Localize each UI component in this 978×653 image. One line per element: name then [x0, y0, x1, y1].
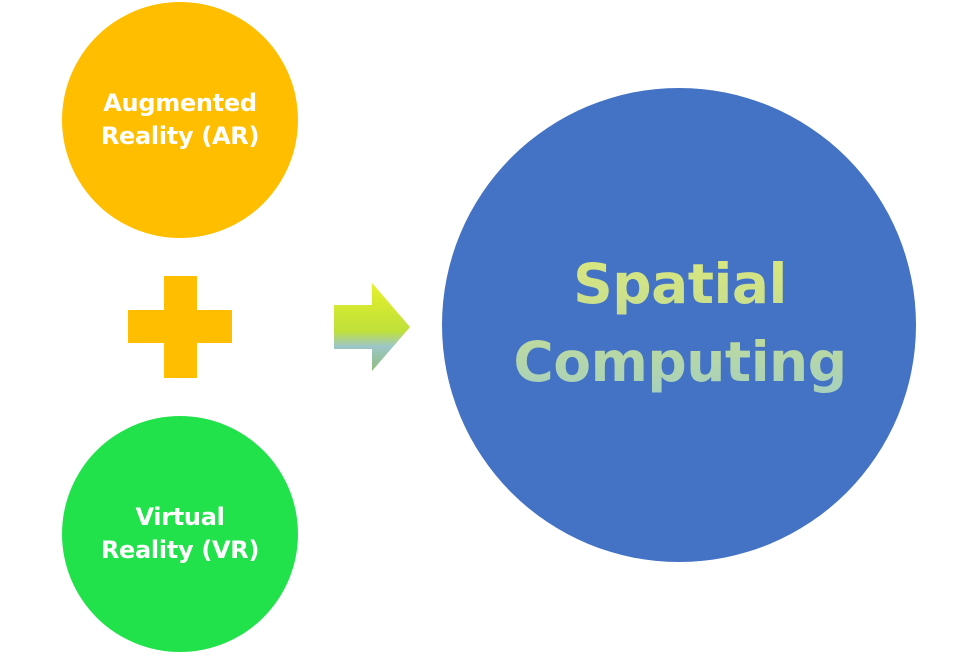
vr-label: Virtual Reality (VR) — [100, 501, 260, 567]
spatial-computing-line1: Spatial — [573, 252, 787, 316]
right-arrow-icon — [334, 283, 410, 371]
plus-icon — [128, 276, 232, 378]
vr-label-line2: Reality (VR) — [100, 536, 260, 564]
ar-label-line1: Augmented — [103, 89, 257, 117]
ar-label: Augmented Reality (AR) — [100, 87, 260, 153]
plus-horizontal-bar — [128, 310, 232, 343]
spatial-computing-circle: Spatial Computing — [442, 88, 916, 562]
ar-circle: Augmented Reality (AR) — [62, 2, 298, 238]
vr-circle: Virtual Reality (VR) — [62, 416, 298, 652]
spatial-computing-line2: Computing — [513, 330, 847, 394]
ar-label-line2: Reality (AR) — [100, 122, 260, 150]
spatial-computing-label: Spatial Computing — [513, 245, 846, 401]
vr-label-line1: Virtual — [135, 503, 225, 531]
